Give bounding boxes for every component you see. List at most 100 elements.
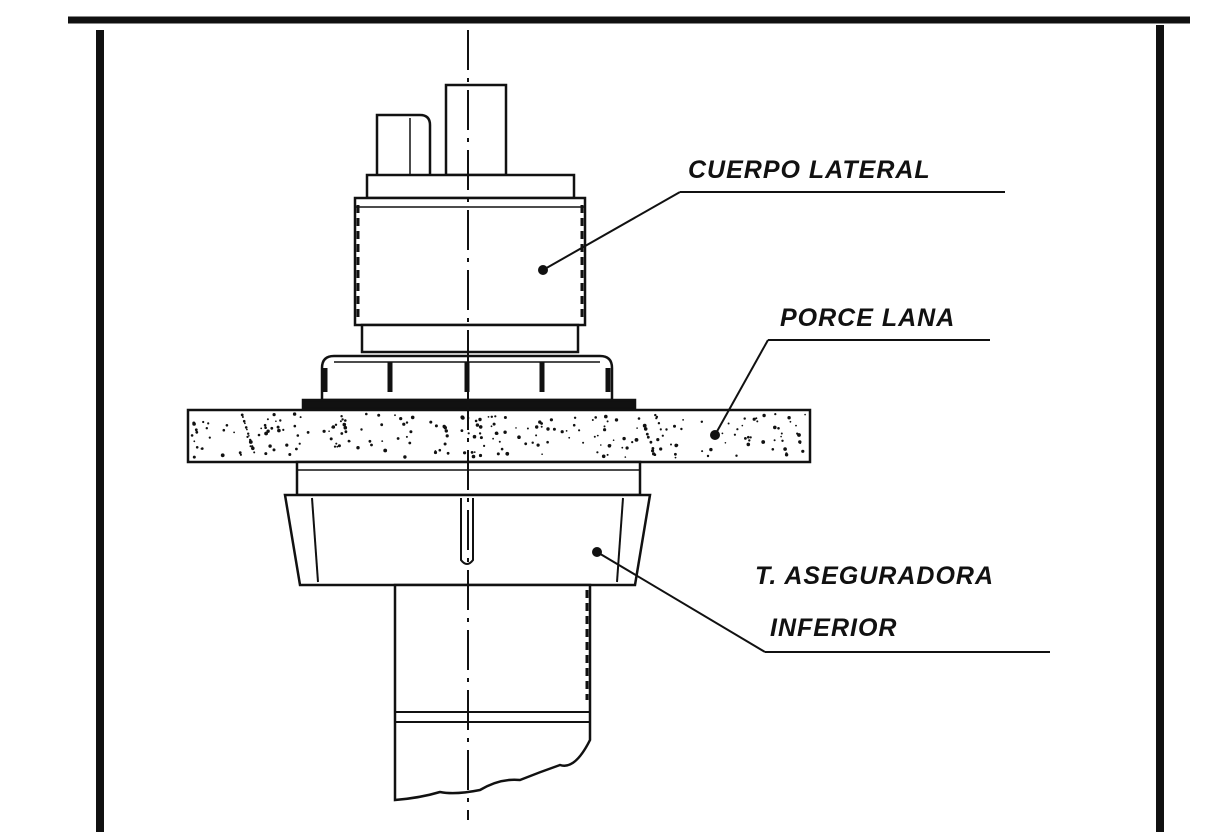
stipple-dot <box>202 420 205 424</box>
stipple-dot <box>222 428 226 432</box>
stipple-dot <box>266 429 270 433</box>
stipple-dot <box>337 444 341 448</box>
stipple-dot <box>368 439 372 443</box>
stipple-dot <box>402 422 406 426</box>
stipple-dot <box>637 417 641 420</box>
stipple-dot <box>478 453 483 458</box>
stipple-dot <box>473 451 476 453</box>
stipple-dot <box>205 427 208 430</box>
stipple-dot <box>241 416 244 418</box>
stipple-dot <box>594 416 597 419</box>
stipple-dot <box>531 441 534 444</box>
stipple-dot <box>408 441 412 445</box>
stipple-dot <box>483 444 486 447</box>
stipple-dot <box>661 434 664 437</box>
stipple-dot <box>700 420 703 423</box>
stipple-dot <box>343 425 348 430</box>
stipple-dot <box>190 434 194 437</box>
stipple-dot <box>225 424 229 427</box>
stipple-dot <box>270 426 274 430</box>
stipple-dot <box>443 442 447 446</box>
stipple-dot <box>526 427 529 430</box>
stipple-dot <box>396 437 400 440</box>
stipple-dot <box>247 432 250 435</box>
stipple-dot <box>795 424 797 427</box>
stipple-dot <box>295 447 298 451</box>
stipple-dot <box>460 415 465 420</box>
stipple-dot <box>651 447 655 450</box>
stipple-dot <box>356 446 360 450</box>
stipple-dot <box>342 422 347 427</box>
stipple-dot <box>652 452 656 456</box>
cuerpo-lateral-leader <box>542 191 681 271</box>
stipple-dot <box>285 443 289 447</box>
stipple-dot <box>399 417 403 421</box>
stipple-dot <box>344 430 348 434</box>
stipple-dot <box>622 436 626 441</box>
stipple-dot <box>257 433 261 437</box>
stipple-dot <box>631 441 634 444</box>
stipple-dot <box>248 435 250 437</box>
stipple-dot <box>251 446 255 451</box>
stipple-dot <box>194 428 198 432</box>
stipple-dot <box>549 418 554 422</box>
stipple-dot <box>328 430 330 433</box>
stipple-dot <box>789 420 792 423</box>
stipple-dot <box>801 449 805 453</box>
stipple-dot <box>207 422 210 425</box>
stipple-dot <box>192 422 196 426</box>
stipple-dot <box>624 456 627 458</box>
stipple-dot <box>724 442 727 444</box>
stipple-dot <box>642 423 647 428</box>
stipple-dot <box>560 430 564 434</box>
stipple-dot <box>655 417 658 420</box>
stipple-dot <box>736 428 739 431</box>
stipple-dot <box>405 421 409 424</box>
label-cuerpo-lateral: CUERPO LATERAL <box>688 156 931 184</box>
stipple-dot <box>797 433 801 437</box>
stipple-dot <box>606 453 609 456</box>
stipple-dot <box>659 428 662 431</box>
stipple-dot <box>195 430 199 434</box>
stipple-dot <box>233 431 236 434</box>
stipple-dot <box>674 456 677 459</box>
stipple-dot <box>536 443 540 447</box>
stipple-dot <box>572 423 576 427</box>
stipple-dot <box>266 418 269 421</box>
stipple-dot <box>503 430 507 434</box>
stipple-dot <box>496 452 500 456</box>
stipple-dot <box>783 447 787 451</box>
stipple-dot <box>735 454 738 457</box>
stipple-dot <box>365 412 368 416</box>
stipple-dot <box>288 453 292 456</box>
stipple-dot <box>494 415 497 418</box>
stipple-dot <box>540 425 543 428</box>
stipple-dot <box>446 451 450 455</box>
stipple-dot <box>340 415 343 418</box>
stipple-dot <box>479 436 483 440</box>
stipple-dot <box>438 448 442 452</box>
stipple-dot <box>761 440 766 444</box>
stipple-dot <box>410 415 415 420</box>
stipple-dot <box>578 429 581 432</box>
stipple-dot <box>475 423 480 427</box>
label-porcelana: PORCE LANA <box>780 304 955 332</box>
stipple-dot <box>220 453 225 458</box>
stipple-dot <box>674 443 678 448</box>
stipple-dot <box>762 413 766 418</box>
stipple-dot <box>263 423 267 427</box>
stipple-dot <box>674 452 677 456</box>
stipple-dot <box>607 444 612 448</box>
lower-collar <box>360 323 580 354</box>
stipple-dot <box>755 417 758 420</box>
stipple-dot <box>606 420 609 423</box>
stipple-dot <box>657 422 661 425</box>
stipple-dot <box>682 419 684 421</box>
stipple-dot <box>748 439 751 442</box>
main-terminal <box>444 83 508 177</box>
stipple-dot <box>195 446 199 449</box>
stipple-dot <box>541 453 543 456</box>
stipple-dot <box>246 435 249 438</box>
stipple-dot <box>433 450 438 455</box>
